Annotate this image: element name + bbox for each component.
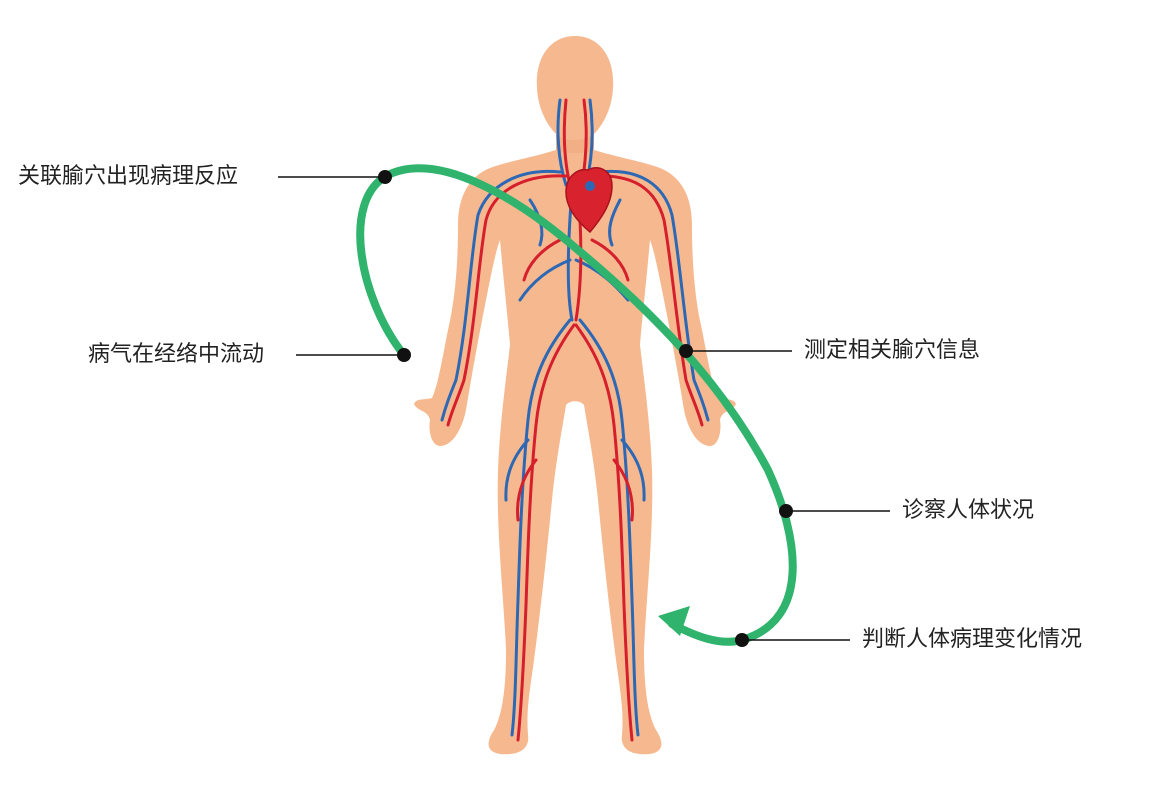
body-silhouette <box>414 36 736 755</box>
arteries <box>446 98 704 742</box>
artery-leg-left <box>516 323 576 742</box>
marker-dot-1 <box>378 170 392 184</box>
vein-abdomen-1 <box>518 258 572 302</box>
label-pathogen-flow: 病气在经络中流动 <box>88 342 265 367</box>
vein-leg-right <box>578 318 640 737</box>
vein-torso-branch-2 <box>608 198 622 247</box>
marker-dot-5 <box>735 633 749 647</box>
markers <box>378 170 793 647</box>
artery-arm-left <box>446 174 568 427</box>
flow-arrow <box>356 164 797 646</box>
label-diagnose-condition: 诊察人体状况 <box>902 498 1035 523</box>
artery-torso-branch-1 <box>522 238 562 282</box>
heart-icon <box>565 166 613 234</box>
heart-valve <box>585 181 595 191</box>
human-body <box>414 36 736 755</box>
label-related-acupoint-reaction: 关联腧穴出现病理反应 <box>18 164 239 189</box>
artery-leg-branch-l <box>516 458 538 522</box>
vein-arm-right <box>598 169 710 422</box>
aorta <box>574 218 583 322</box>
vein-leg-branch-l <box>504 438 530 502</box>
artery-neck-left <box>562 98 572 187</box>
leader-lines <box>278 176 890 641</box>
marker-dot-2 <box>397 348 411 362</box>
vein-leg-branch-r <box>620 438 646 502</box>
artery-arm-right <box>592 174 704 427</box>
artery-leg-right <box>574 323 634 742</box>
label-measure-acupoint-info: 测定相关腧穴信息 <box>804 338 981 363</box>
vein-arm-left <box>440 169 562 422</box>
artery-leg-branch-r <box>612 458 634 522</box>
marker-dot-4 <box>779 504 793 518</box>
label-judge-pathology-change: 判断人体病理变化情况 <box>862 627 1083 652</box>
flow-arrow-path <box>356 164 797 646</box>
vein-leg-left <box>510 318 572 737</box>
marker-dot-3 <box>679 344 693 358</box>
curved-arrow-icon <box>658 606 690 636</box>
artery-torso-branch-2 <box>590 238 630 282</box>
